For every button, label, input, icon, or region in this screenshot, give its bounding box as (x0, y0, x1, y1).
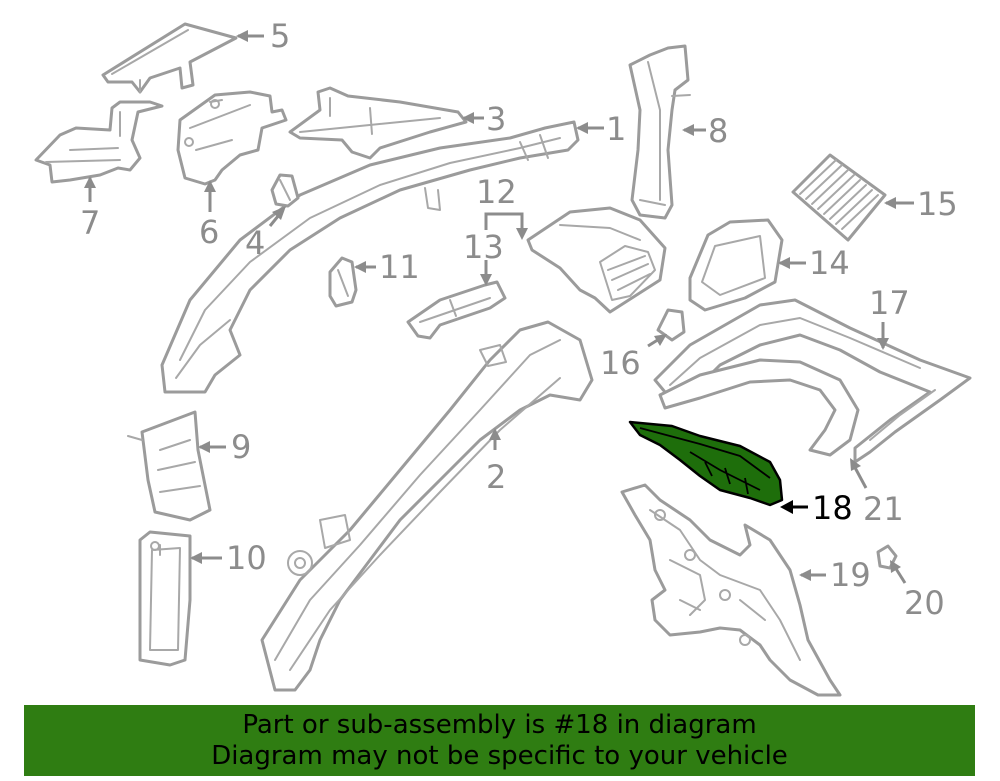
callout-2[interactable]: 2 (486, 458, 506, 496)
callout-13[interactable]: 13 (463, 228, 504, 266)
callout-21[interactable]: 21 (863, 490, 904, 528)
callout-4[interactable]: 4 (245, 224, 265, 262)
part-7[interactable] (34, 100, 164, 184)
callout-15[interactable]: 15 (917, 185, 958, 223)
part-5[interactable] (101, 22, 238, 94)
part-2[interactable] (260, 320, 594, 692)
part-18-highlighted[interactable] (628, 420, 784, 507)
part-6[interactable] (176, 90, 288, 186)
part-15[interactable] (791, 153, 887, 242)
notice-line-1: Part or sub-assembly is #18 in diagram (242, 710, 757, 740)
part-11[interactable] (328, 256, 358, 308)
part-4[interactable] (270, 173, 300, 208)
part-10[interactable] (138, 530, 192, 667)
callout-11[interactable]: 11 (379, 248, 420, 286)
part-19[interactable] (620, 483, 842, 697)
part-12[interactable] (526, 206, 667, 314)
part-21[interactable] (658, 358, 860, 457)
callout-1[interactable]: 1 (606, 110, 626, 148)
part-8[interactable] (628, 44, 691, 220)
callout-16[interactable]: 16 (600, 344, 641, 382)
callout-12[interactable]: 12 (476, 173, 517, 211)
notice-line-2: Diagram may not be specific to your vehi… (211, 741, 788, 771)
callout-10[interactable]: 10 (226, 539, 267, 577)
part-17[interactable] (653, 298, 972, 464)
callout-19[interactable]: 19 (830, 556, 871, 594)
part-9[interactable] (127, 410, 212, 522)
part-3[interactable] (288, 86, 468, 160)
notice-banner: Part or sub-assembly is #18 in diagram D… (24, 705, 975, 776)
arrowheads (84, 30, 901, 581)
callout-17[interactable]: 17 (869, 284, 910, 322)
callout-14[interactable]: 14 (809, 244, 850, 282)
callout-9[interactable]: 9 (231, 428, 251, 466)
callout-18[interactable]: 18 (812, 489, 853, 527)
part-16[interactable] (656, 308, 686, 342)
callout-3[interactable]: 3 (486, 100, 506, 138)
callout-8[interactable]: 8 (708, 112, 728, 150)
part-14[interactable] (688, 218, 784, 312)
parts-diagram: 1 2 3 4 5 6 7 8 9 10 11 12 13 14 15 16 1… (34, 17, 972, 697)
part-1[interactable] (160, 120, 580, 394)
part-13[interactable] (406, 280, 507, 340)
callout-6[interactable]: 6 (199, 213, 219, 251)
callout-20[interactable]: 20 (904, 584, 945, 622)
callout-numbers: 1 2 3 4 5 6 7 8 9 10 11 12 13 14 15 16 1… (80, 17, 958, 622)
callout-5[interactable]: 5 (270, 17, 290, 55)
callout-7[interactable]: 7 (80, 204, 100, 242)
